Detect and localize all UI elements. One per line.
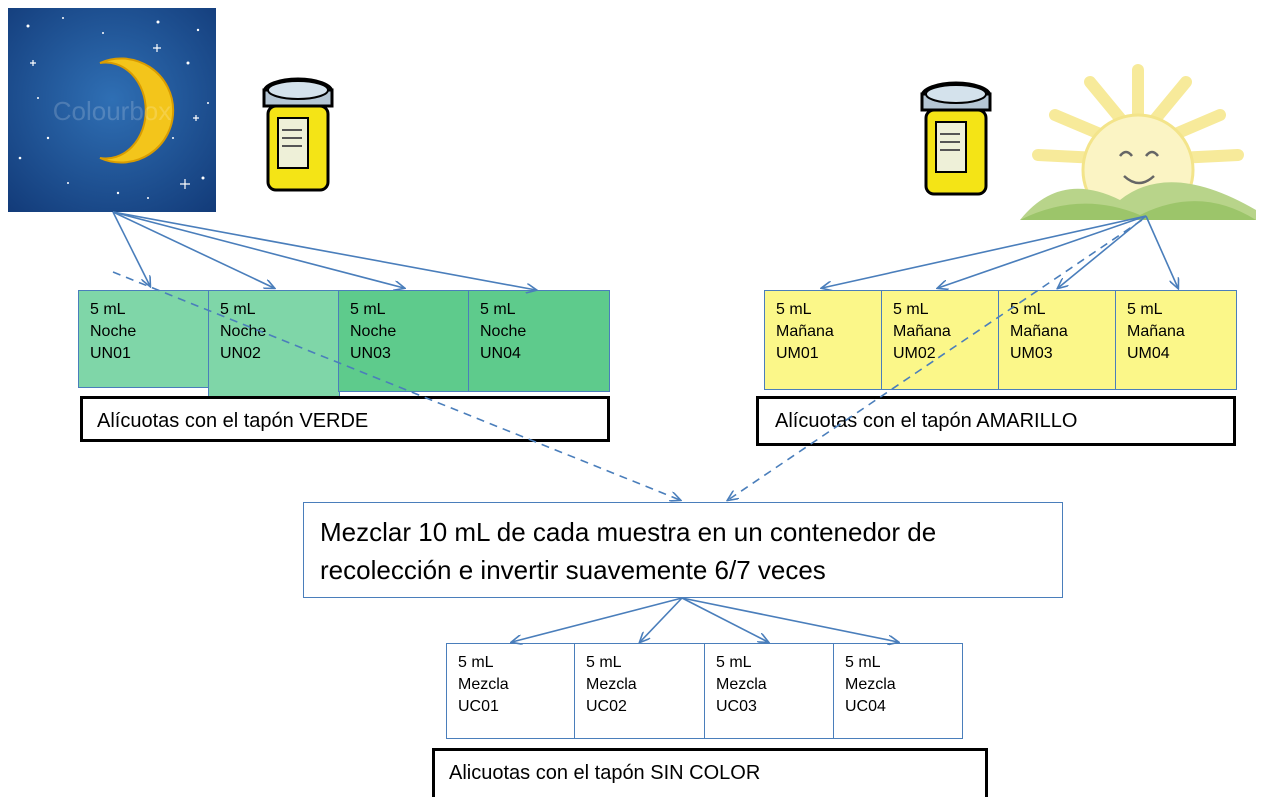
aliquot-volume: 5 mL — [1010, 301, 1046, 318]
aliquot-box-un02: 5 mL Noche UN02 — [208, 290, 340, 398]
aliquot-type: Mezcla — [845, 676, 896, 693]
arrow-mix-uc04 — [681, 597, 898, 642]
aliquot-volume: 5 mL — [480, 301, 516, 318]
aliquot-box-uc02: 5 mL Mezcla UC02 — [574, 643, 706, 739]
arrow-morning-um01 — [822, 215, 1147, 288]
aliquot-code: UN03 — [350, 345, 391, 362]
aliquot-type: Mezcla — [716, 676, 767, 693]
aliquot-box-um02: 5 mL Mañana UM02 — [881, 290, 999, 390]
aliquot-volume: 5 mL — [220, 301, 256, 318]
mix-instruction-line2: recolección e invertir suavemente 6/7 ve… — [320, 555, 826, 585]
aliquot-volume: 5 mL — [586, 654, 622, 671]
aliquot-type: Noche — [220, 323, 267, 340]
aliquot-type: Noche — [480, 323, 527, 340]
urine-cup-icon-morning — [920, 80, 992, 198]
aliquot-code: UN04 — [480, 345, 521, 362]
urine-cup-icon-night — [262, 76, 334, 194]
aliquot-volume: 5 mL — [458, 654, 494, 671]
green-cap-label: Alícuotas con el tapón VERDE — [80, 396, 610, 442]
aliquot-type: Mañana — [1127, 323, 1185, 340]
morning-sun-image — [1020, 60, 1256, 227]
arrow-mix-uc03 — [681, 597, 768, 642]
aliquot-box-uc03: 5 mL Mezcla UC03 — [704, 643, 834, 739]
aliquot-type: Mañana — [893, 323, 951, 340]
aliquot-box-um01: 5 mL Mañana UM01 — [764, 290, 882, 390]
aliquot-type: Mañana — [1010, 323, 1068, 340]
aliquot-code: UN02 — [220, 345, 261, 362]
aliquot-type: Mezcla — [458, 676, 509, 693]
aliquot-code: UN01 — [90, 345, 131, 362]
aliquot-type: Mañana — [776, 323, 834, 340]
aliquot-type: Noche — [90, 323, 137, 340]
arrow-night-un02 — [112, 211, 274, 288]
aliquot-code: UC01 — [458, 698, 499, 715]
aliquot-box-uc01: 5 mL Mezcla UC01 — [446, 643, 576, 739]
no-color-cap-label: Alicuotas con el tapón SIN COLOR — [432, 748, 988, 797]
arrow-mix-uc02 — [640, 597, 683, 642]
mix-instruction-box: Mezclar 10 mL de cada muestra en un cont… — [303, 502, 1063, 598]
aliquot-code: UM04 — [1127, 345, 1170, 362]
aliquot-volume: 5 mL — [1127, 301, 1163, 318]
arrow-night-un01 — [112, 211, 150, 286]
arrow-night-un03 — [112, 211, 404, 288]
aliquot-volume: 5 mL — [90, 301, 126, 318]
aliquot-volume: 5 mL — [350, 301, 386, 318]
aliquot-code: UM03 — [1010, 345, 1053, 362]
aliquot-code: UM01 — [776, 345, 819, 362]
aliquot-box-uc04: 5 mL Mezcla UC04 — [833, 643, 963, 739]
aliquot-volume: 5 mL — [776, 301, 812, 318]
arrow-night-un04 — [112, 211, 536, 290]
aliquot-code: UC02 — [586, 698, 627, 715]
yellow-cap-label: Alícuotas con el tapón AMARILLO — [756, 396, 1236, 446]
aliquot-box-un04: 5 mL Noche UN04 — [468, 290, 610, 392]
aliquot-type: Mezcla — [586, 676, 637, 693]
aliquot-code: UC04 — [845, 698, 886, 715]
arrow-mix-uc01 — [512, 597, 683, 642]
night-moon-image: Colourbox — [8, 8, 216, 212]
watermark-text: Colourbox — [53, 96, 172, 126]
aliquot-code: UM02 — [893, 345, 936, 362]
aliquot-box-un03: 5 mL Noche UN03 — [338, 290, 470, 392]
aliquot-box-um04: 5 mL Mañana UM04 — [1115, 290, 1237, 390]
aliquot-volume: 5 mL — [845, 654, 881, 671]
mix-instruction-line1: Mezclar 10 mL de cada muestra en un cont… — [320, 517, 937, 547]
aliquot-type: Noche — [350, 323, 397, 340]
aliquot-volume: 5 mL — [893, 301, 929, 318]
aliquot-volume: 5 mL — [716, 654, 752, 671]
aliquot-code: UC03 — [716, 698, 757, 715]
arrow-morning-um02 — [938, 215, 1147, 288]
aliquot-box-um03: 5 mL Mañana UM03 — [998, 290, 1116, 390]
arrow-morning-um04 — [1145, 215, 1178, 288]
aliquot-box-un01: 5 mL Noche UN01 — [78, 290, 210, 388]
arrow-morning-um03 — [1058, 215, 1147, 288]
